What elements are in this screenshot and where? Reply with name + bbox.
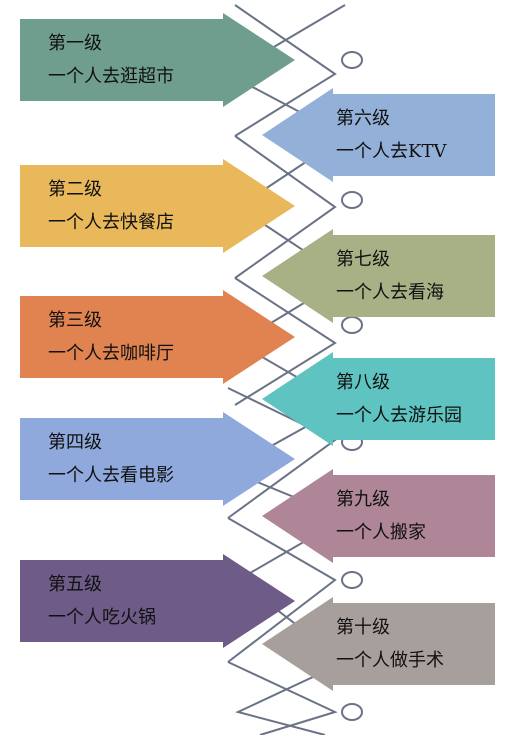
level-label: 第七级一个人去看海 [336,243,444,309]
connector-loop [341,571,363,589]
connector-loop [341,51,363,69]
level-arrow [262,469,495,563]
level-text: 一个人去KTV [336,141,447,162]
level-text: 一个人搬家 [336,522,426,543]
level-text: 一个人去游乐园 [336,405,462,426]
level-text: 一个人吃火锅 [48,607,156,628]
level-arrow [262,229,495,323]
level-arrow [262,352,495,446]
level-text: 一个人去逛超市 [48,66,174,87]
level-text: 一个人去看海 [336,282,444,303]
level-text: 一个人做手术 [336,650,444,671]
level-arrow [20,159,295,253]
level-arrow [20,290,295,384]
level-title: 第六级 [336,108,390,129]
level-title: 第八级 [336,372,390,393]
level-title: 第一级 [48,33,102,54]
connector-line [227,517,337,663]
connector-line [234,277,337,406]
level-label: 第十级一个人做手术 [336,611,444,677]
level-arrow [262,88,495,182]
connector-line [227,661,338,735]
level-title: 第二级 [48,179,102,200]
level-title: 第七级 [336,249,390,270]
level-arrow [20,13,295,107]
level-label: 第一级一个人去逛超市 [48,27,174,93]
connector-loop [341,191,363,209]
level-label: 第五级一个人吃火锅 [48,568,156,634]
level-title: 第九级 [336,489,390,510]
level-arrow [262,597,495,691]
level-arrow [20,412,295,506]
level-text: 一个人去看电影 [48,465,174,486]
level-title: 第十级 [336,617,390,638]
level-label: 第六级一个人去KTV [336,102,446,168]
level-label: 第八级一个人去游乐园 [336,366,462,432]
connector-line [235,661,346,735]
connector-line [234,4,337,137]
level-label: 第三级一个人去咖啡厅 [48,304,174,370]
level-title: 第三级 [48,310,102,331]
connector-loop [341,316,363,334]
level-text: 一个人去咖啡厅 [48,343,174,364]
connector-loop [341,703,363,721]
level-title: 第四级 [48,432,102,453]
level-label: 第二级一个人去快餐店 [48,173,174,239]
level-arrow [20,554,295,648]
level-label: 第九级一个人搬家 [336,483,426,549]
connector-line [234,135,337,279]
level-text: 一个人去快餐店 [48,212,174,233]
level-title: 第五级 [48,574,102,595]
level-label: 第四级一个人去看电影 [48,426,174,492]
